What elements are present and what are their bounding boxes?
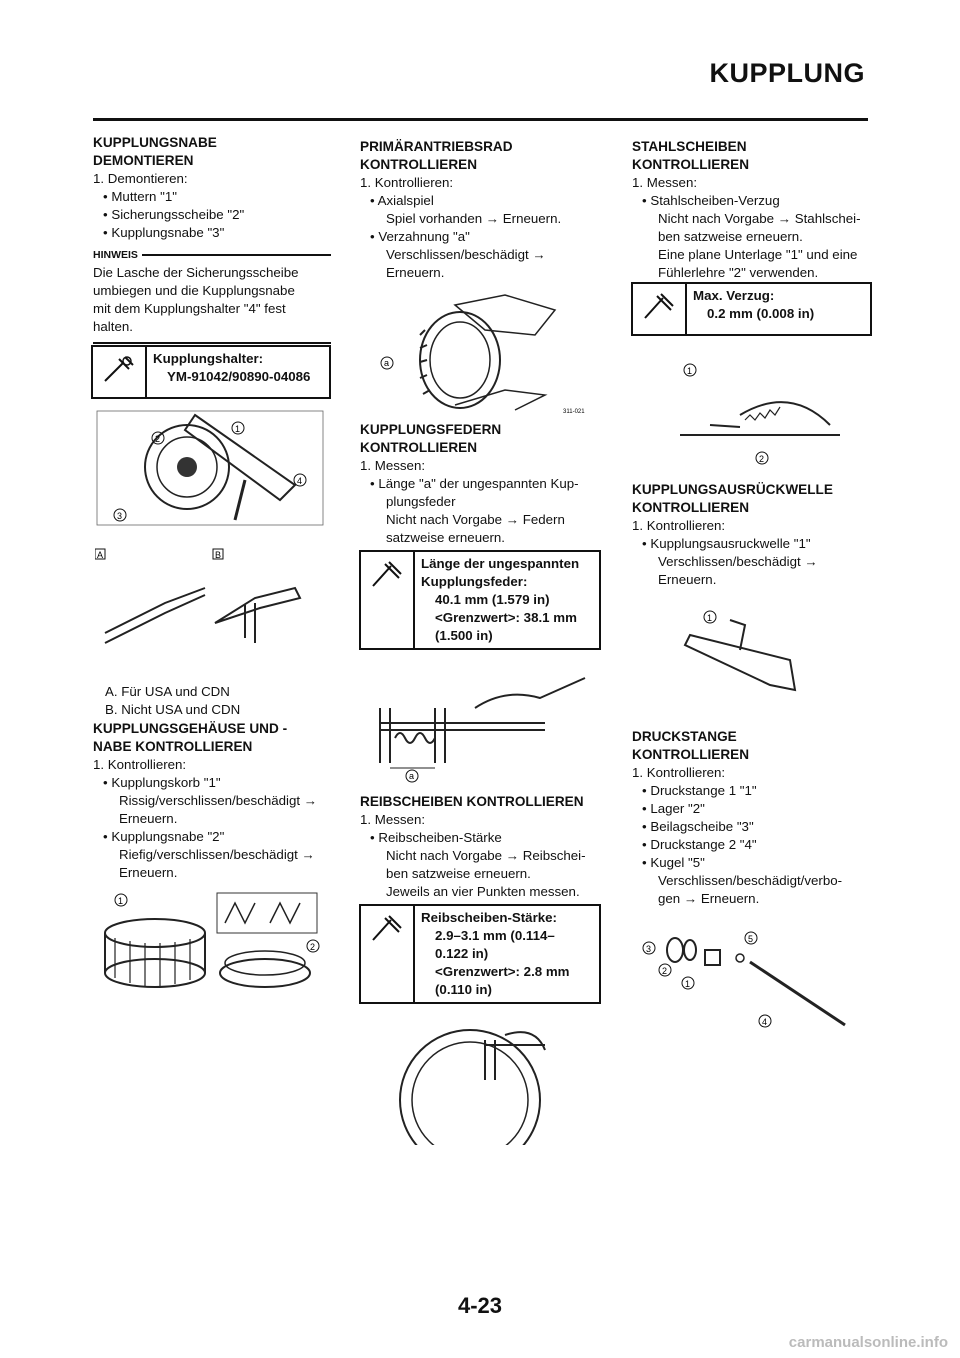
section-title: PRIMÄRANTRIEBSRAD KONTROLLIEREN [360, 139, 513, 172]
column-3: STAHLSCHEIBEN KONTROLLIEREN 1. Messen: •… [632, 138, 870, 282]
svg-text:311-021: 311-021 [563, 409, 585, 415]
svg-text:2: 2 [759, 454, 764, 464]
step: 1. Messen: [360, 812, 426, 827]
svg-text:A: A [97, 550, 103, 560]
caliper-icon [361, 552, 415, 648]
column-1-lower: KUPPLUNGSGEHÄUSE UND - NABE KONTROLLIERE… [93, 720, 331, 882]
spring-caliper-figure: a [379, 677, 586, 783]
push-rod-figure: 3 2 1 5 4 [642, 931, 846, 1028]
column-3-lower: DRUCKSTANGE KONTROLLIEREN 1. Kontrollier… [632, 728, 870, 908]
watermark: carmanualsonline.info [788, 1334, 948, 1351]
svg-text:2: 2 [662, 966, 667, 976]
spec-box-tool: Kupplungshalter: YM-91042/90890-04086 [91, 345, 331, 399]
figure-legend: A. Für USA und CDN B. Nicht USA und CDN [105, 684, 241, 717]
step: 1. Kontrollieren: [93, 757, 187, 772]
clutch-basket-figure: 1 2 [104, 892, 320, 988]
svg-text:B: B [215, 550, 221, 560]
section-title: KUPPLUNGSNABE DEMONTIEREN [93, 135, 217, 168]
primary-gear-figure: a 311-021 [380, 294, 585, 415]
svg-text:3: 3 [117, 511, 122, 521]
header-rule [93, 118, 868, 121]
column-2-mid: KUPPLUNGSFEDERN KONTROLLIEREN 1. Messen:… [360, 421, 598, 547]
caliper-icon [633, 284, 687, 334]
note-label: HINWEIS [93, 246, 331, 264]
svg-text:a: a [409, 771, 414, 781]
svg-text:1: 1 [118, 896, 123, 906]
svg-text:a: a [384, 358, 389, 368]
section-title: DRUCKSTANGE KONTROLLIEREN [632, 729, 750, 762]
step: 1. Demontieren: [93, 171, 188, 186]
spec-box-warpage: Max. Verzug: 0.2 mm (0.008 in) [631, 282, 872, 336]
column-2-lower: REIBSCHEIBEN KONTROLLIEREN 1. Messen: • … [360, 793, 598, 901]
column-1: KUPPLUNGSNABE DEMONTIEREN 1. Demontieren… [93, 134, 331, 344]
step: 1. Kontrollieren: [632, 765, 726, 780]
svg-text:1: 1 [687, 366, 692, 376]
page-number: 4-23 [457, 1293, 503, 1318]
svg-text:4: 4 [297, 476, 302, 486]
svg-text:1: 1 [235, 424, 240, 434]
section-title: KUPPLUNGSAUSRÜCKWELLE KONTROLLIEREN [632, 482, 833, 515]
section-title: KUPPLUNGSFEDERN KONTROLLIEREN [360, 422, 502, 455]
bullet: • Sicherungsscheibe "2" [103, 207, 245, 222]
page-title: KUPPLUNG [709, 58, 865, 88]
note-box: HINWEIS Die Lasche der Sicherungsscheibe… [93, 246, 331, 344]
step: 1. Kontrollieren: [360, 175, 454, 190]
friction-plate-figure [399, 1029, 546, 1145]
section-title: REIBSCHEIBEN KONTROLLIEREN [360, 794, 584, 809]
step: 1. Kontrollieren: [632, 518, 726, 533]
bullet: • Muttern "1" [103, 189, 177, 204]
bullet: • Kupplungsnabe "3" [103, 225, 225, 240]
svg-text:2: 2 [310, 942, 315, 952]
tool-icon [93, 347, 147, 397]
svg-text:1: 1 [685, 979, 690, 989]
svg-text:1: 1 [707, 613, 712, 623]
clutch-holder-figure: 1 2 3 4 [96, 410, 324, 526]
spec-box-friction-plate: Reibscheiben-Stärke: 2.9–3.1 mm (0.114– … [359, 904, 601, 1004]
svg-text:2: 2 [155, 434, 160, 444]
svg-text:3: 3 [646, 944, 651, 954]
svg-text:5: 5 [748, 934, 753, 944]
step: 1. Messen: [360, 458, 426, 473]
spec-box-spring-length: Länge der ungespannten Kupplungsfeder: 4… [359, 550, 601, 650]
push-lever-shaft-figure: 1 [683, 610, 797, 692]
steel-plate-figure: 1 2 [680, 363, 840, 465]
step: 1. Messen: [632, 175, 698, 190]
column-3-mid: KUPPLUNGSAUSRÜCKWELLE KONTROLLIEREN 1. K… [632, 481, 870, 589]
section-title: KUPPLUNGSGEHÄUSE UND - NABE KONTROLLIERE… [93, 721, 288, 754]
holder-tools-figure: A B [95, 548, 302, 644]
column-2: PRIMÄRANTRIEBSRAD KONTROLLIEREN 1. Kontr… [360, 138, 598, 282]
caliper-icon [361, 906, 415, 1002]
svg-text:4: 4 [762, 1017, 767, 1027]
section-title: STAHLSCHEIBEN KONTROLLIEREN [632, 139, 750, 172]
